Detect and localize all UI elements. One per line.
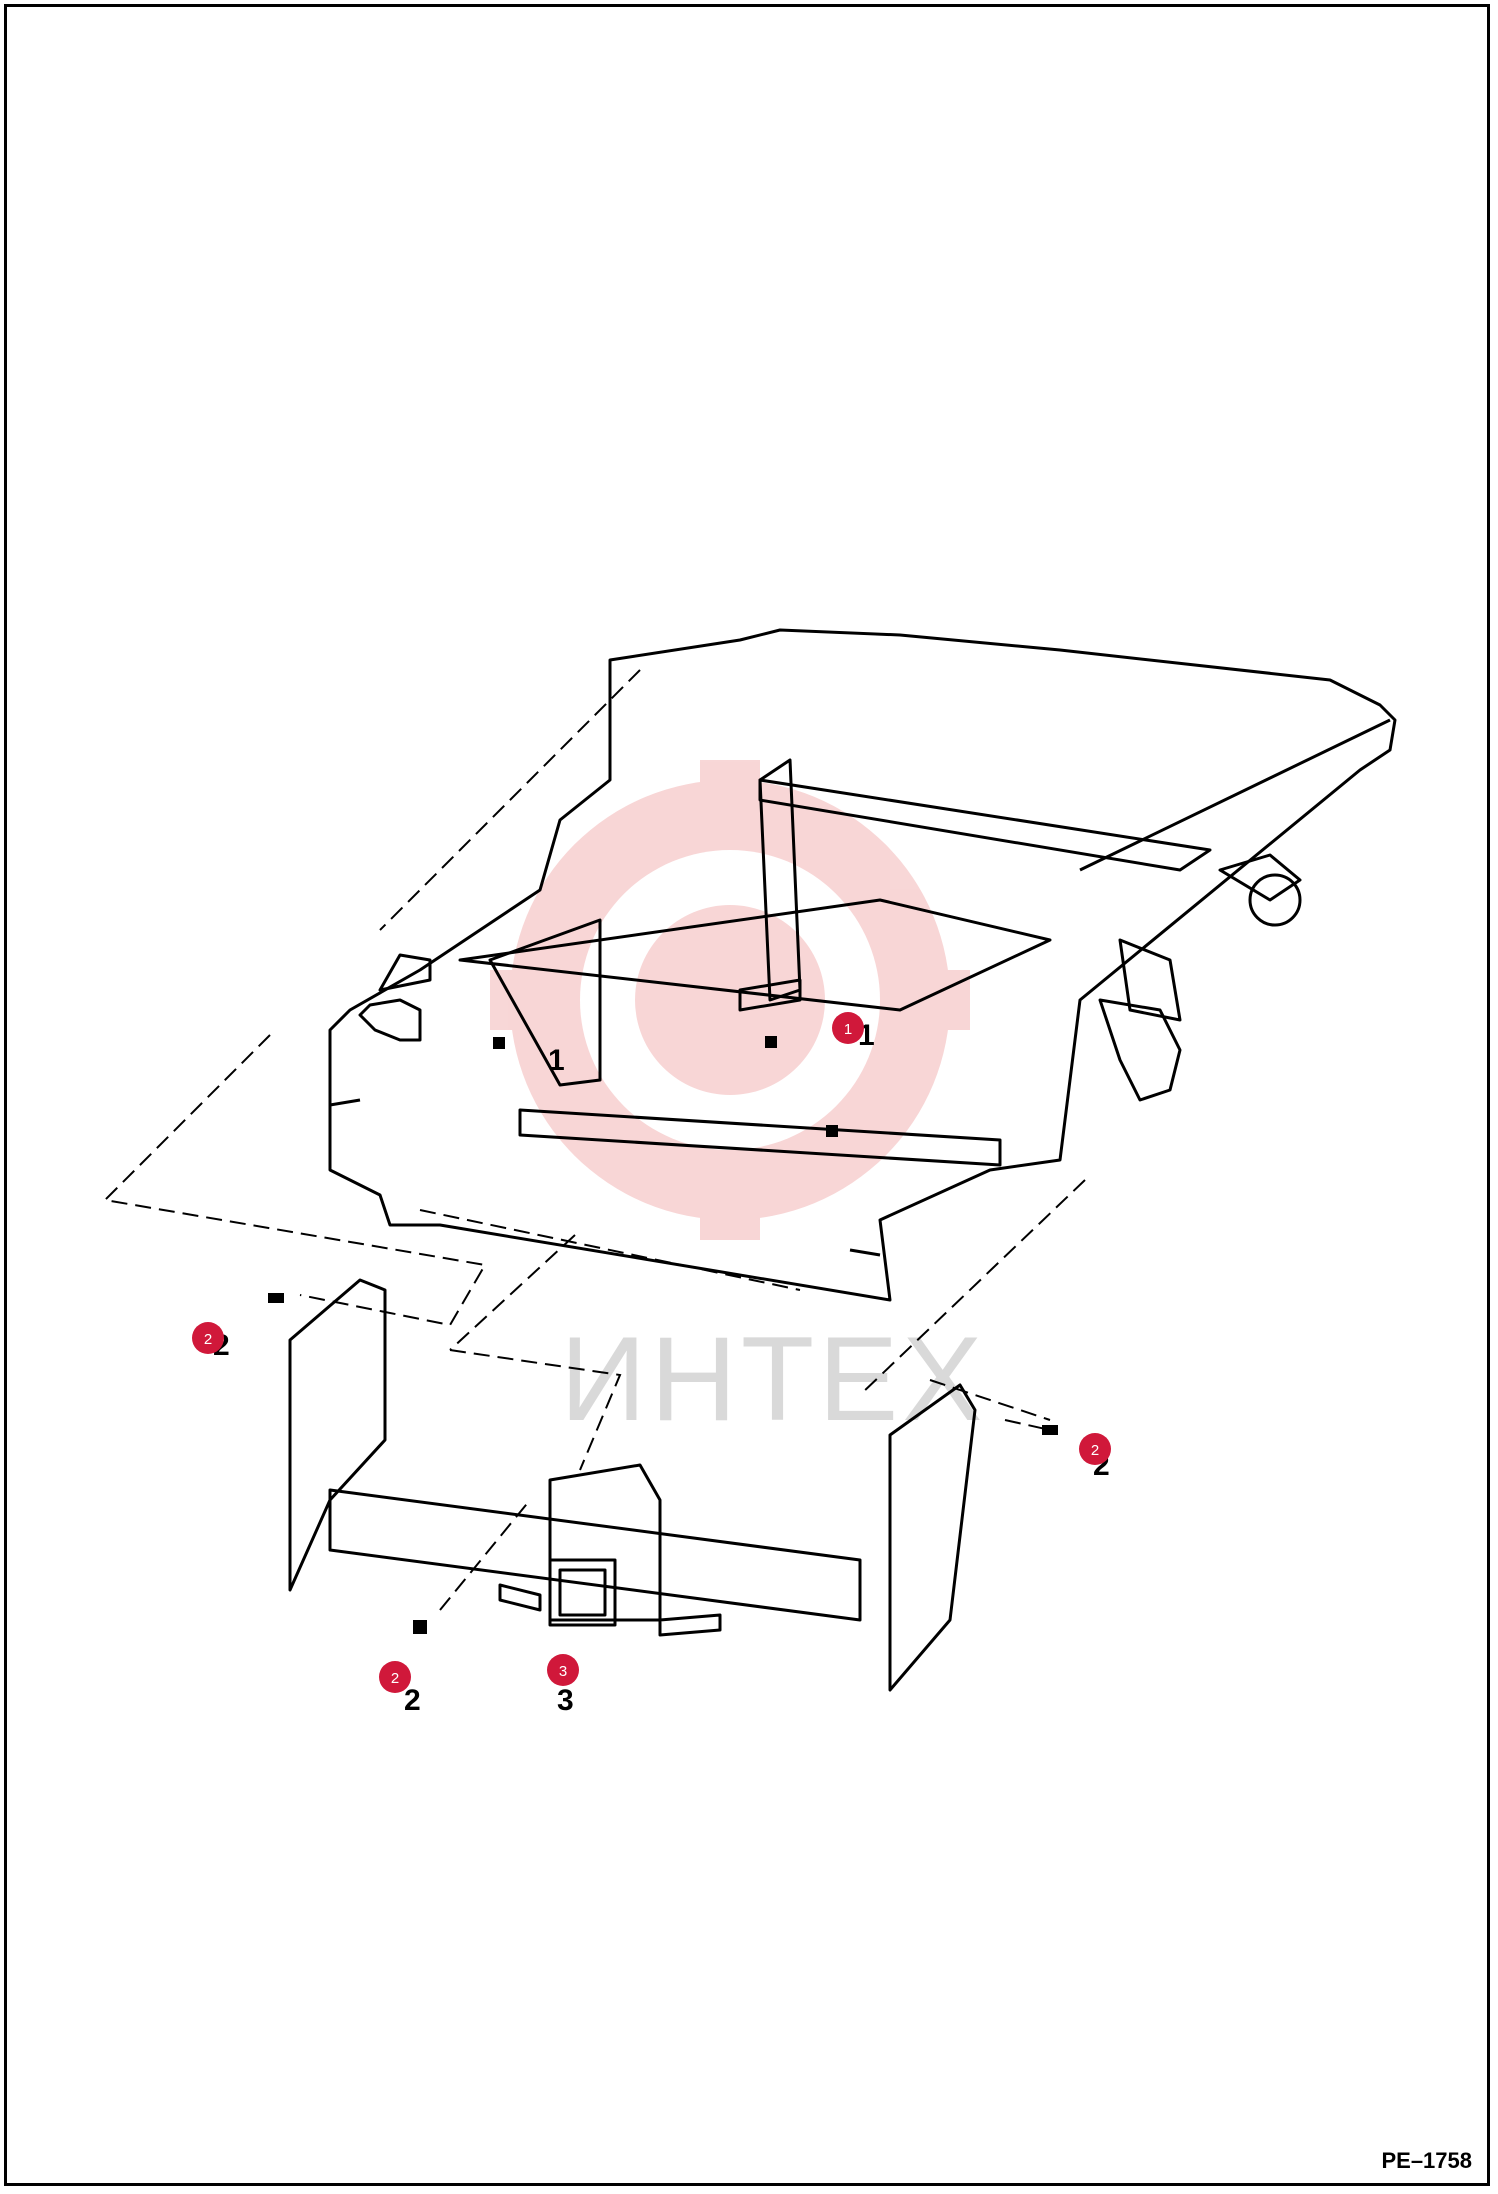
drawing-code: PE–1758 [1381, 2148, 1472, 2173]
chassis-frame [328, 628, 1397, 1302]
bolt [413, 1620, 427, 1634]
watermark-text: ИНТЕХ [560, 1312, 986, 1446]
callout-label-1a: 1 [548, 1044, 565, 1077]
svg-text:2: 2 [204, 1331, 212, 1348]
bolt [268, 1293, 284, 1303]
hotspot-marker-1[interactable]: 1 [832, 1012, 864, 1044]
watermark-logo [490, 760, 970, 1240]
svg-text:1: 1 [844, 1021, 852, 1038]
callout-label-2c: 2 [404, 1684, 421, 1717]
hotspot-marker-3[interactable]: 3 [547, 1654, 579, 1686]
assembly-lines [102, 669, 1086, 1611]
drawing-frame [4, 4, 1490, 2186]
hitch-assembly [288, 1278, 977, 1692]
hotspot-marker-2c[interactable]: 2 [379, 1661, 411, 1693]
hotspot-marker-2b[interactable]: 2 [1079, 1433, 1111, 1465]
fasteners [268, 1036, 1058, 1634]
svg-text:2: 2 [1091, 1442, 1099, 1459]
nut [765, 1036, 777, 1048]
callout-label-3: 3 [557, 1684, 574, 1717]
bolt [1042, 1425, 1058, 1435]
nut [493, 1037, 505, 1049]
hotspot-marker-2a[interactable]: 2 [192, 1322, 224, 1354]
svg-text:2: 2 [391, 1670, 399, 1687]
svg-text:3: 3 [559, 1663, 567, 1680]
nut [826, 1125, 838, 1137]
